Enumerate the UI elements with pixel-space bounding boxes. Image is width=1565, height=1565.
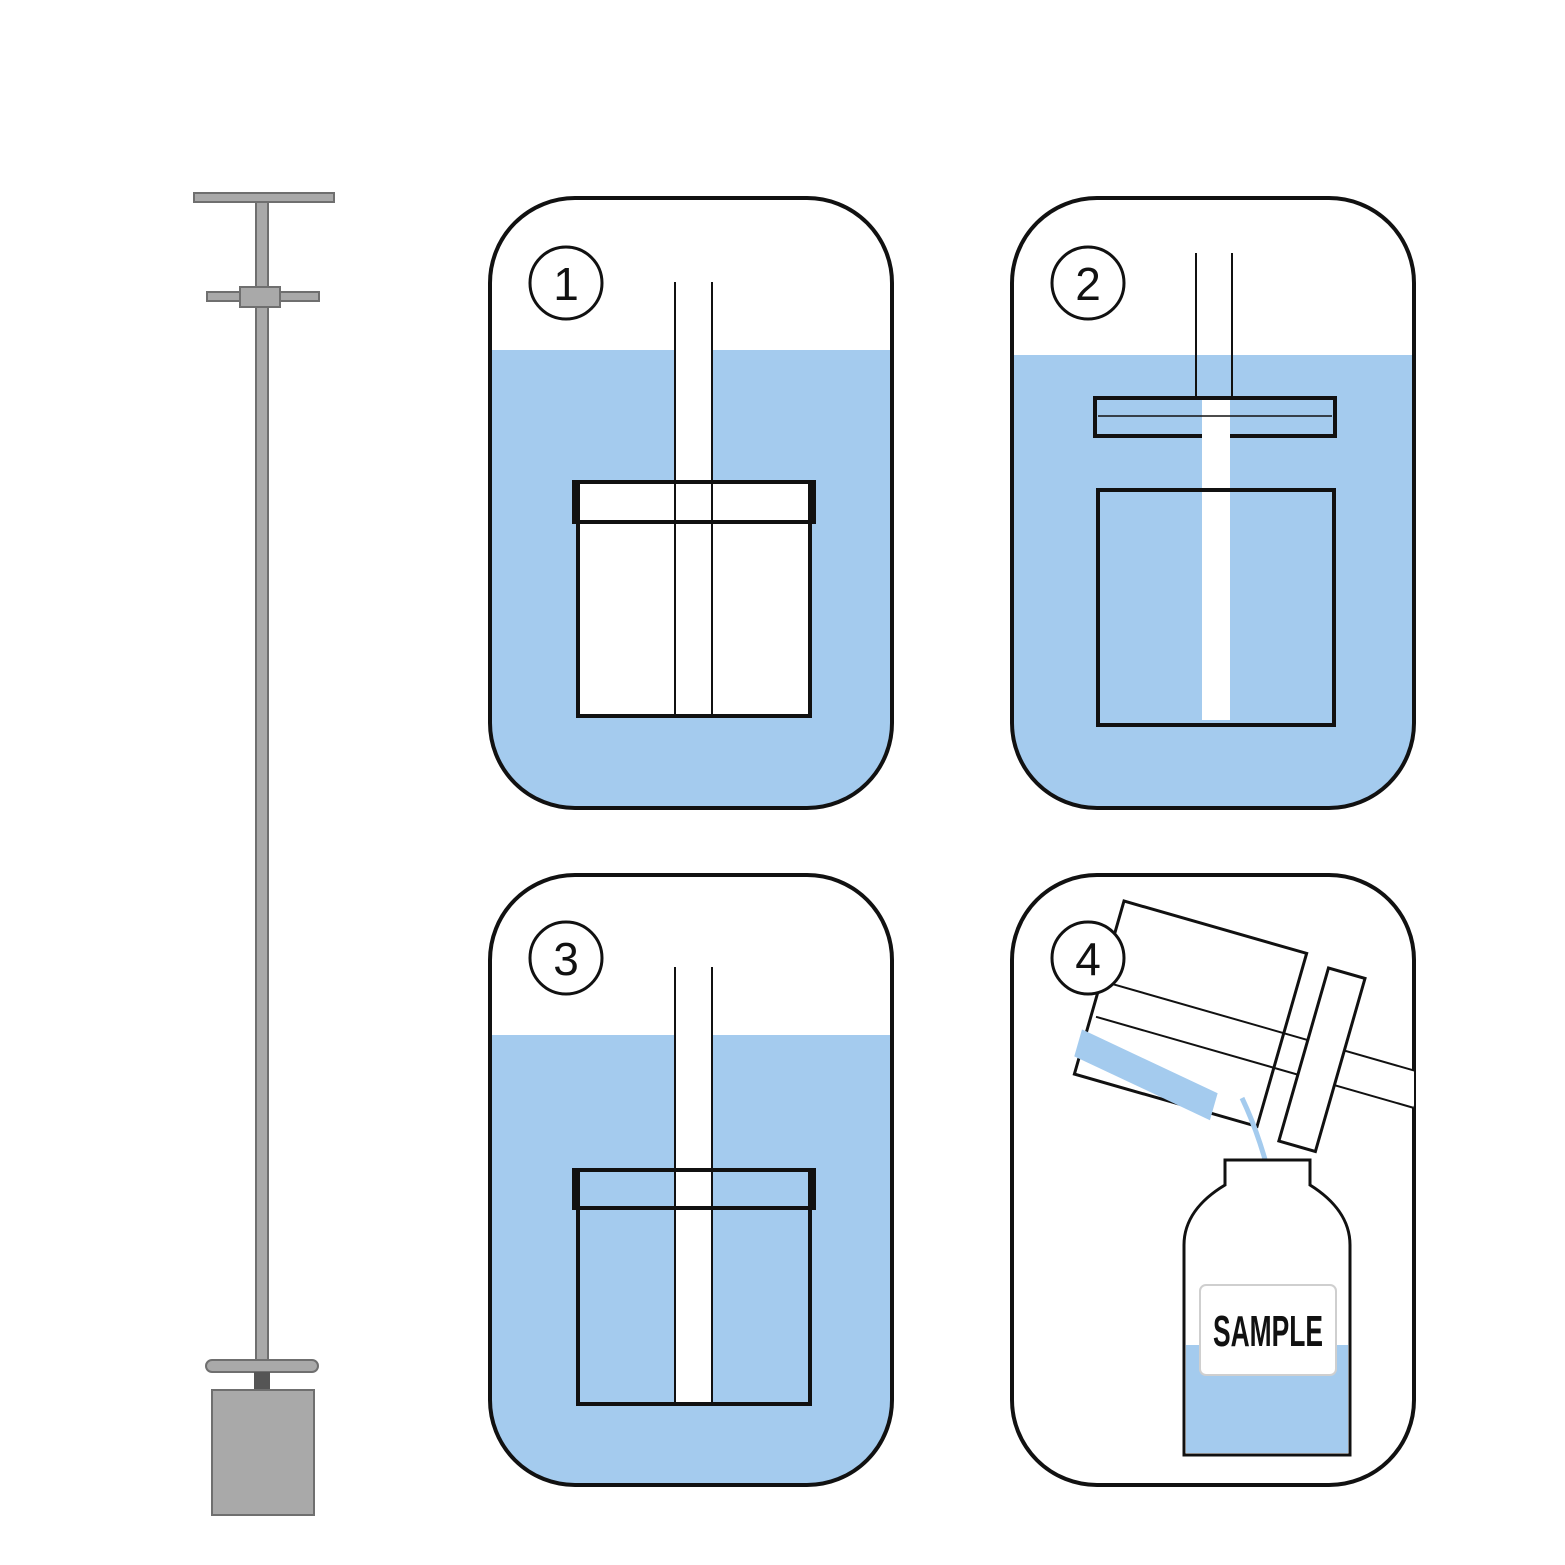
panel-step-4: SAMPLE 4 xyxy=(1010,873,1416,1487)
sampler-cup-filling xyxy=(1096,488,1336,727)
step-number: 3 xyxy=(553,933,579,985)
step-number: 4 xyxy=(1075,933,1101,985)
tool-disc xyxy=(205,1359,319,1373)
panel-frame xyxy=(488,873,894,1487)
panel-frame xyxy=(1010,196,1416,810)
sample-label-box xyxy=(1199,1284,1337,1376)
tool-connector xyxy=(254,1372,270,1390)
sampler-cup-empty xyxy=(576,480,812,718)
sampler-lid xyxy=(1277,966,1367,1154)
tilted-sampler xyxy=(1072,899,1414,1154)
step-number: 2 xyxy=(1075,258,1101,310)
sampler-rod xyxy=(675,967,712,1404)
tool-handle-stem xyxy=(255,201,269,293)
step-number-circle xyxy=(1050,245,1126,321)
panel-step-3: 3 xyxy=(488,873,894,1487)
panel-step-1: 1 xyxy=(488,196,894,810)
step-number: 1 xyxy=(553,258,579,310)
step-number-circle xyxy=(528,920,604,996)
tool-top-handle xyxy=(193,192,335,203)
panel-frame xyxy=(488,196,894,810)
panel-step-2: 2 xyxy=(1010,196,1416,810)
tool-handle-collar xyxy=(239,286,281,308)
sampler-rod xyxy=(1202,400,1230,720)
step-number-circle xyxy=(1050,920,1126,996)
sampler-rod xyxy=(675,282,712,482)
sample-label: SAMPLE xyxy=(1213,1307,1323,1356)
tool-canister xyxy=(211,1389,315,1516)
sample-bottle: SAMPLE xyxy=(1182,1158,1352,1457)
sampler-tool xyxy=(193,192,335,1516)
step-number-circle xyxy=(528,245,604,321)
tool-rod xyxy=(255,306,269,1366)
